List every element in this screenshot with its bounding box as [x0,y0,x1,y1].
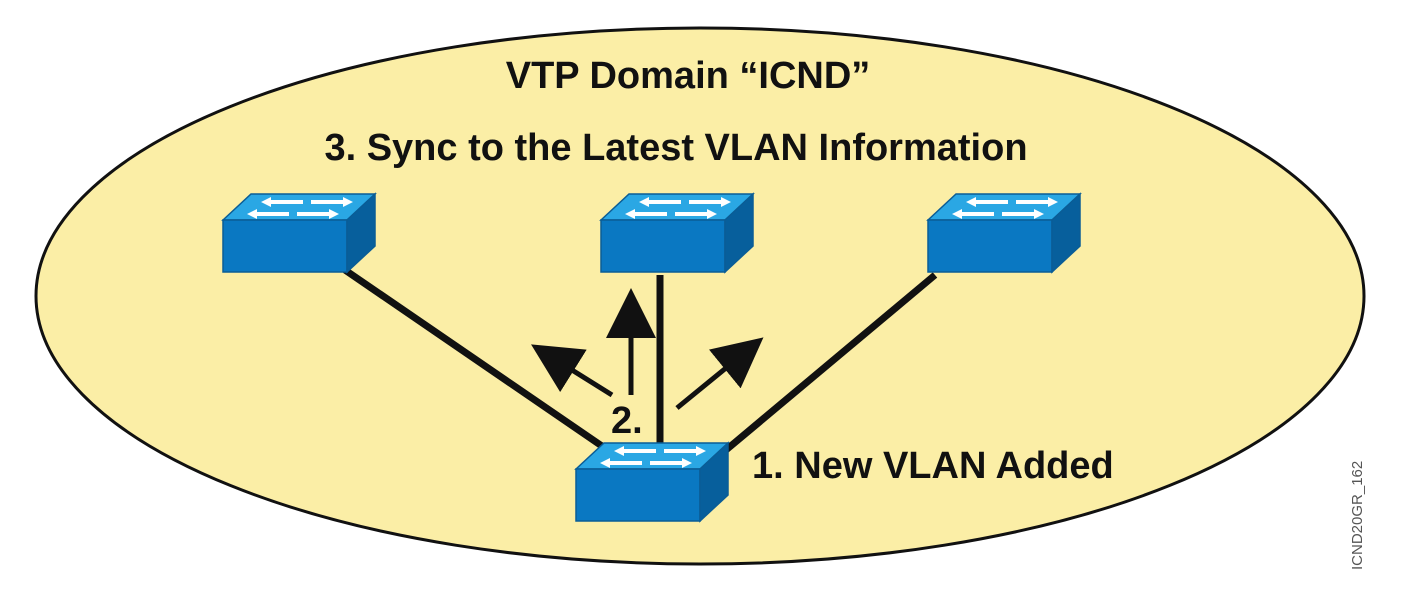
switch-top-left [222,193,376,273]
arrow-up-left [531,344,614,398]
trunk-links [343,267,938,458]
switch-icon [575,442,729,522]
arrow-up-right [675,337,764,410]
advertisement-arrows [531,288,764,410]
switch-top-right [927,193,1081,273]
advertise-step-label: 2. [611,400,643,442]
switch-bottom-source [575,442,729,522]
new-vlan-step-label: 1. New VLAN Added [752,445,1114,487]
link-right [717,272,938,458]
switch-icon [222,193,376,273]
switch-icon [927,193,1081,273]
domain-title: VTP Domain “ICND” [506,55,871,97]
switch-icon [600,193,754,273]
switch-top-center [600,193,754,273]
sync-step-label: 3. Sync to the Latest VLAN Information [324,127,1027,169]
figure-code: ICND20GR_162 [1349,461,1366,570]
vtp-domain-ellipse [34,26,1366,566]
link-left [343,267,617,458]
